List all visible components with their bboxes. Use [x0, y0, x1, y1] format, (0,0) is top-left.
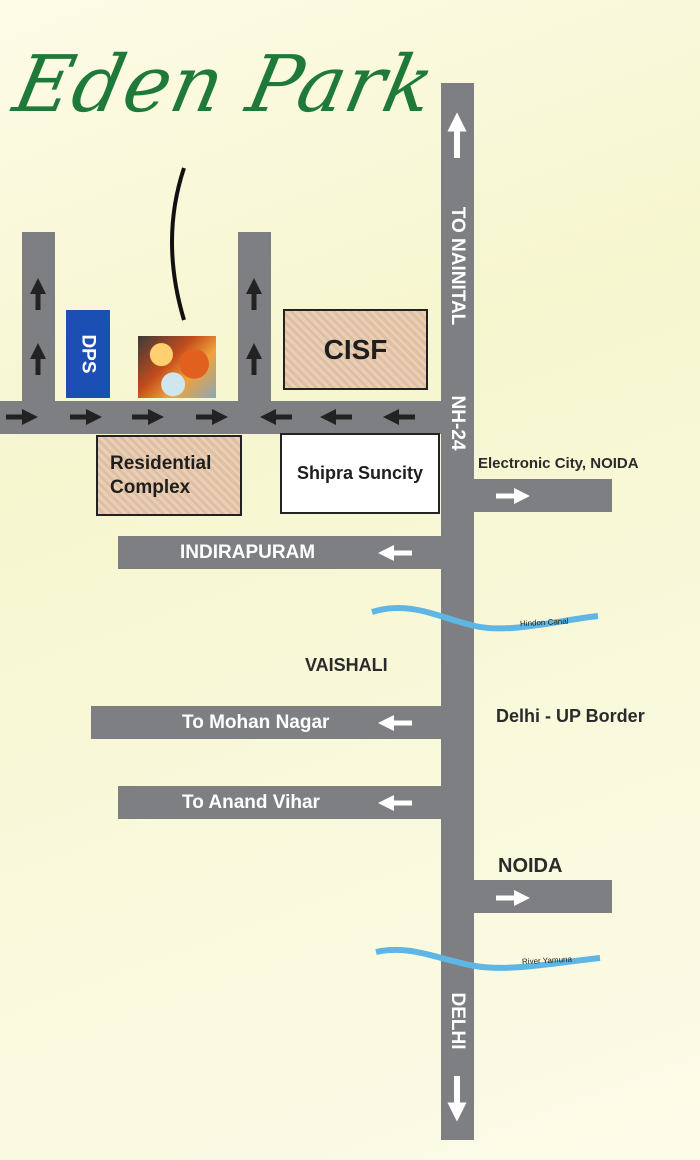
cisf-box: CISF — [283, 309, 428, 390]
dps-box: DPS — [66, 310, 110, 398]
vaishali-label: VAISHALI — [305, 655, 388, 675]
shipra-label: Shipra Suncity — [296, 463, 424, 483]
residential-label-line1: Residential — [110, 452, 212, 474]
indirapuram-label: INDIRAPURAM — [180, 542, 316, 563]
mohan-nagar-label: To Mohan Nagar — [182, 712, 330, 733]
cross-road-arrows — [6, 277, 415, 426]
cisf-label: CISF — [323, 333, 388, 365]
noida-label: NOIDA — [498, 855, 563, 877]
shipra-suncity-box: Shipra Suncity — [280, 433, 440, 514]
electronic-city-label: Electronic City, NOIDA — [478, 455, 639, 472]
river-yamuna-line — [375, 946, 601, 971]
anand-vihar-label: To Anand Vihar — [182, 792, 320, 813]
residential-complex-box: Residential Complex — [96, 435, 242, 516]
residential-label-line2: Complex — [110, 476, 191, 498]
eden-park-image — [138, 336, 216, 398]
hindon-canal-line — [371, 605, 599, 632]
delhi-up-border-label: Delhi - UP Border — [496, 706, 645, 726]
